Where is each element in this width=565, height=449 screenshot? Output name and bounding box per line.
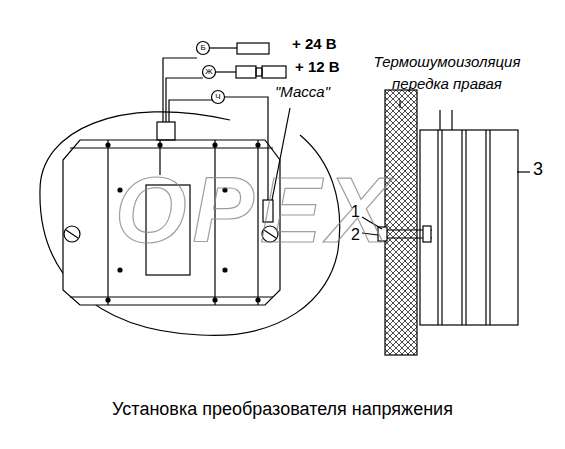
callout-number: 3: [533, 160, 543, 180]
wire-mark: Ч: [215, 93, 220, 102]
wire-mark: Б: [200, 44, 205, 53]
caption: Установка преобразователя напряжения: [112, 400, 453, 420]
voltage-label: + 12 В: [295, 59, 340, 76]
ground-label: "Масса": [275, 84, 330, 101]
callout-number: 2: [351, 226, 360, 244]
part-name: Термошумоизоляция передка правая: [352, 51, 542, 95]
callout-number: 1: [351, 203, 360, 221]
wire-mark: Ж: [205, 68, 212, 77]
voltage-label: + 24 В: [292, 36, 337, 53]
